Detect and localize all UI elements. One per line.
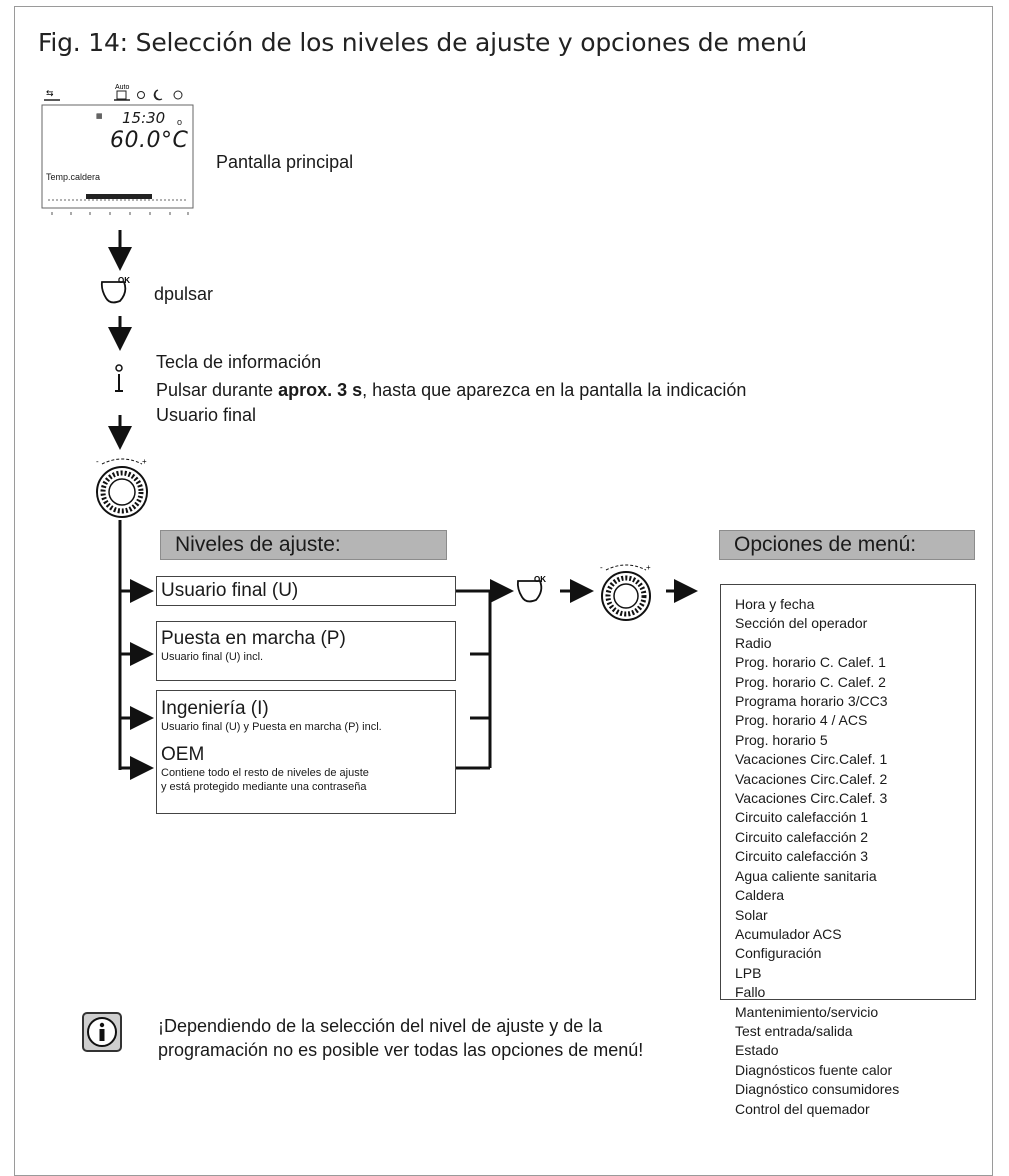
menu-option: LPB — [735, 964, 762, 981]
menu-option: Prog. horario C. Calef. 2 — [735, 673, 886, 690]
svg-text:-: - — [600, 563, 603, 572]
menu-option: Mantenimiento/servicio — [735, 1003, 879, 1020]
svg-text:OK: OK — [118, 276, 130, 285]
level-name: Ingeniería (I) — [161, 698, 269, 719]
menu-option: Vacaciones Circ.Calef. 3 — [735, 790, 888, 807]
lcd-time: 15:30 — [122, 109, 166, 127]
svg-text:⇆: ⇆ — [46, 89, 54, 99]
menu-option: Agua caliente sanitaria — [735, 867, 877, 884]
menu-option: Circuito calefacción 2 — [735, 828, 869, 845]
svg-text:+: + — [646, 563, 651, 572]
svg-text:▦: ▦ — [96, 112, 103, 120]
note-line-2: programación no es posible ver todas las… — [158, 1040, 644, 1060]
menu-option: Prog. horario 5 — [735, 731, 828, 748]
menu-option: Acumulador ACS — [735, 925, 842, 942]
menu-option: Diagnóstico consumidores — [735, 1081, 900, 1098]
info-key-text: Pulsar durante aprox. 3 s, hasta que apa… — [156, 380, 747, 400]
menu-option: Caldera — [735, 887, 785, 904]
menu-option: Programa horario 3/CC3 — [735, 693, 888, 710]
figure-title: Fig. 14: Selección de los niveles de aju… — [38, 28, 807, 57]
level-box-commissioning: Puesta en marcha (P) Usuario final (U) i… — [156, 621, 456, 681]
menu-option: Diagnósticos fuente calor — [735, 1061, 893, 1078]
press-label: dpulsar — [154, 284, 214, 304]
ok-button-icon-2: OK — [516, 575, 546, 603]
menu-header: Opciones de menú: — [719, 530, 975, 560]
info-note-icon — [82, 1012, 122, 1052]
level-box-user: Usuario final (U) — [156, 576, 456, 606]
level-box-oem: OEM Contiene todo el resto de niveles de… — [156, 740, 456, 814]
level-note: Contiene todo el resto de niveles de aju… — [161, 767, 369, 779]
svg-text:-: - — [96, 457, 99, 466]
menu-option: Vacaciones Circ.Calef. 2 — [735, 770, 888, 787]
svg-text:OK: OK — [534, 575, 546, 584]
menu-option: Test entrada/salida — [735, 1022, 853, 1039]
menu-option: Circuito calefacción 1 — [735, 809, 869, 826]
menu-option: Sección del operador — [735, 615, 868, 632]
level-name: Usuario final (U) — [161, 580, 299, 601]
menu-option: Circuito calefacción 3 — [735, 848, 869, 865]
level-name: OEM — [161, 744, 205, 765]
level-note-2: y está protegido mediante una contraseña — [161, 781, 367, 793]
menu-option: Prog. horario 4 / ACS — [735, 712, 868, 729]
info-key-title: Tecla de información — [156, 352, 322, 372]
menu-option: Control del quemador — [735, 1100, 870, 1117]
lcd-temperature: 60.0°C — [110, 128, 189, 153]
levels-header: Niveles de ajuste: — [160, 530, 447, 560]
note-line-1: ¡Dependiendo de la selección del nivel d… — [158, 1016, 603, 1036]
auto-label: Auto — [115, 84, 130, 91]
menu-option: Radio — [735, 634, 772, 651]
menu-option: Vacaciones Circ.Calef. 1 — [735, 751, 888, 768]
level-note: Usuario final (U) incl. — [161, 651, 264, 663]
menu-option: Solar — [735, 906, 768, 923]
rotary-knob-icon-2: -+ — [600, 563, 651, 621]
rotary-knob-icon: -+ — [96, 457, 148, 518]
info-key-text-line2: Usuario final — [156, 405, 257, 425]
level-name: Puesta en marcha (P) — [161, 628, 346, 649]
menu-option: Prog. horario C. Calef. 1 — [735, 654, 886, 671]
info-key-icon — [115, 364, 123, 392]
menu-option: Hora y fecha — [735, 596, 815, 612]
svg-text:+: + — [142, 457, 147, 466]
lcd-display-icon: ⇆ Auto ▦ — [41, 84, 194, 215]
level-note: Usuario final (U) y Puesta en marcha (P)… — [161, 721, 382, 733]
ok-button-icon: OK — [100, 276, 130, 304]
menu-option: Configuración — [735, 945, 822, 962]
main-screen-label: Pantalla principal — [216, 152, 354, 172]
menu-option: Fallo — [735, 984, 766, 1001]
lcd-dot: o — [177, 117, 183, 127]
menu-option: Estado — [735, 1042, 779, 1059]
lcd-label: Temp.caldera — [46, 172, 101, 182]
